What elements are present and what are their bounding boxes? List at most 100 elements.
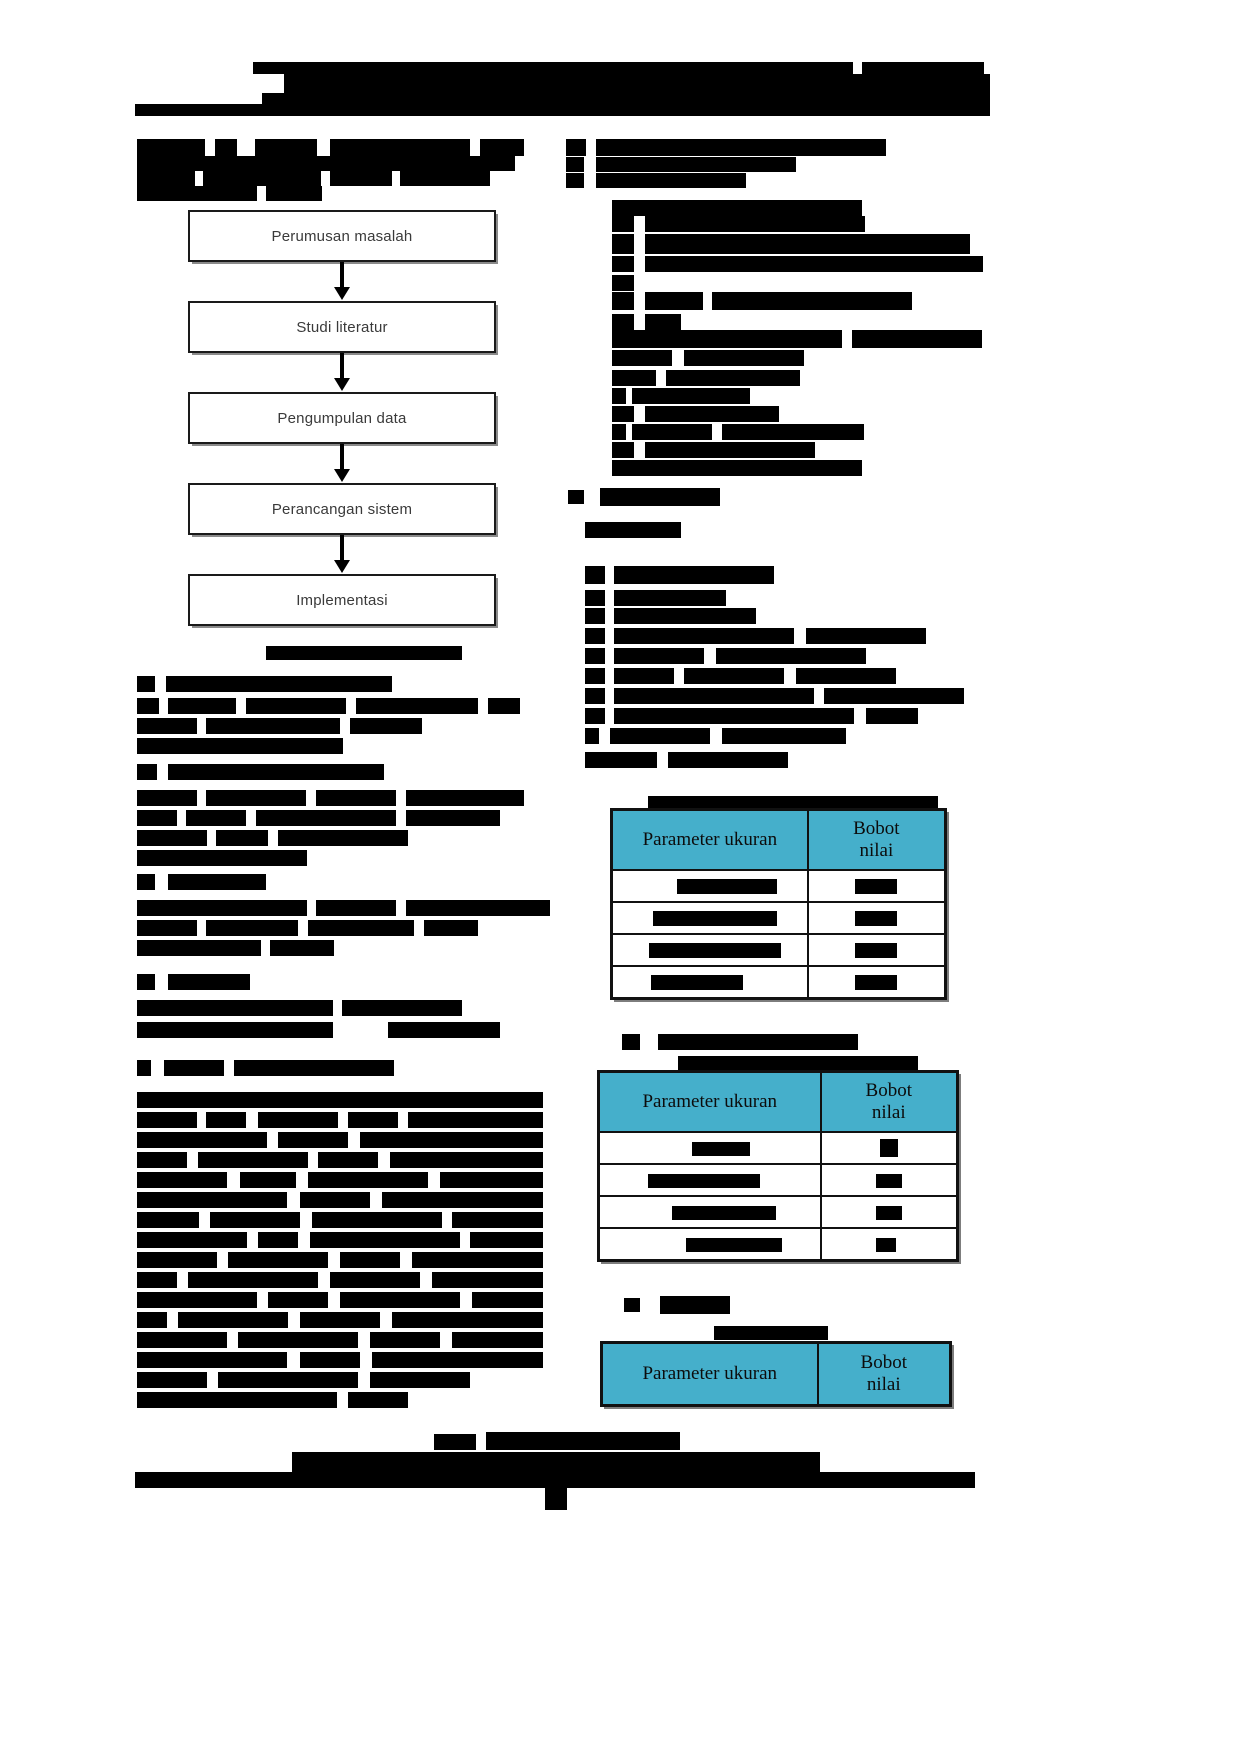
table-cell-bobot [819, 1163, 959, 1197]
redaction-block [240, 1172, 296, 1188]
redaction-bar [612, 424, 626, 440]
redaction-block [210, 1212, 300, 1228]
parameter-table-2: Parameter ukuran Bobot nilai [597, 1070, 959, 1262]
redaction-block [308, 1172, 428, 1188]
table-row [610, 869, 947, 903]
redaction-bar [203, 171, 321, 186]
flow-step-studi-literatur[interactable]: Studi literatur [188, 301, 496, 353]
header-bobot-nilai: Bobot nilai [819, 1070, 959, 1133]
redaction-bar [796, 668, 896, 684]
redaction-bar [612, 292, 634, 310]
redaction-bar [585, 590, 605, 606]
redaction-bar [168, 974, 250, 990]
redaction-block [137, 1092, 543, 1108]
redaction-bar [568, 490, 584, 504]
redaction-bar [612, 442, 634, 458]
redaction-bar [622, 1034, 640, 1050]
redaction-block [300, 1352, 360, 1368]
redaction-block [312, 1212, 442, 1228]
flow-step-perumusan-masalah[interactable]: Perumusan masalah [188, 210, 496, 262]
redaction-block [268, 1292, 328, 1308]
table-row [597, 1163, 959, 1197]
redaction-bar [585, 728, 599, 744]
flow-arrow-icon [188, 262, 496, 301]
redaction-bar [614, 628, 794, 644]
redaction-block [137, 1292, 257, 1308]
flow-arrow-icon [188, 444, 496, 483]
header-parameter-ukuran: Parameter ukuran [600, 1341, 819, 1407]
redaction-bar [137, 698, 159, 714]
redaction-bar [585, 752, 657, 768]
redaction-block [137, 1252, 217, 1268]
redaction-bar [596, 173, 746, 188]
redaction-bar [612, 216, 634, 232]
table-cell-bobot [806, 901, 947, 935]
redaction-bar [168, 764, 384, 780]
redaction-bar [137, 186, 257, 201]
redaction-bar [614, 566, 774, 584]
redaction-bar [424, 920, 478, 936]
redaction-bar [612, 460, 862, 476]
redaction-bar [342, 1000, 462, 1016]
redaction-bar [684, 350, 804, 366]
redaction-block [137, 1232, 247, 1248]
header-parameter-ukuran: Parameter ukuran [610, 808, 809, 871]
redaction-bar [206, 790, 306, 806]
flow-step-label: Implementasi [296, 591, 388, 609]
redaction-bar [137, 920, 197, 936]
redaction-bar [330, 139, 470, 156]
flow-step-pengumpulan-data[interactable]: Pengumpulan data [188, 392, 496, 444]
redaction-bar [545, 1488, 567, 1510]
redaction-bar [632, 424, 712, 440]
redaction-bar [648, 796, 938, 810]
redaction-bar [135, 1472, 975, 1488]
flow-step-label: Studi literatur [296, 318, 388, 336]
redaction-bar [612, 234, 634, 254]
redaction-bar [486, 1432, 680, 1450]
flow-step-label: Perumusan masalah [271, 227, 413, 245]
redaction-bar [434, 1434, 476, 1450]
redaction-bar [566, 173, 584, 188]
redaction-block [137, 1272, 177, 1288]
redaction-bar [137, 764, 157, 780]
redaction-bar [722, 728, 846, 744]
research-methodology-flowchart: Perumusan masalah Studi literatur Pengum… [188, 210, 498, 626]
redaction-bar [206, 920, 298, 936]
redaction-block [330, 1272, 420, 1288]
redaction-bar [714, 1326, 828, 1340]
flow-step-perancangan-sistem[interactable]: Perancangan sistem [188, 483, 496, 535]
redaction-bar [612, 350, 672, 366]
redaction-block [372, 1352, 543, 1368]
redaction-block [408, 1112, 543, 1128]
redaction-bar [168, 698, 236, 714]
redaction-block [137, 1312, 167, 1328]
table-cell-parameter [610, 965, 809, 1000]
redaction-bar [668, 752, 788, 768]
redaction-bar [137, 1000, 333, 1016]
redaction-block [228, 1252, 328, 1268]
header-bobot-nilai: Bobot nilai [806, 808, 947, 871]
redaction-bar [308, 920, 414, 936]
redaction-bar [684, 668, 784, 684]
table-row [610, 933, 947, 967]
table-cell-parameter [610, 933, 809, 967]
table-cell-bobot [806, 869, 947, 903]
redaction-bar [614, 590, 726, 606]
redaction-block [238, 1332, 358, 1348]
redaction-bar [600, 488, 720, 506]
redaction-bar [585, 522, 681, 538]
redaction-bar [234, 1060, 394, 1076]
redaction-block [178, 1312, 288, 1328]
redaction-block [258, 1232, 298, 1248]
redaction-bar [137, 874, 155, 890]
redaction-block [278, 1132, 348, 1148]
redaction-block [470, 1232, 543, 1248]
flow-step-implementasi[interactable]: Implementasi [188, 574, 496, 626]
redaction-bar [614, 688, 814, 704]
redaction-bar [824, 688, 964, 704]
redaction-bar [596, 157, 796, 172]
redaction-bar [585, 648, 605, 664]
redaction-bar [168, 874, 266, 890]
redaction-block [392, 1312, 543, 1328]
